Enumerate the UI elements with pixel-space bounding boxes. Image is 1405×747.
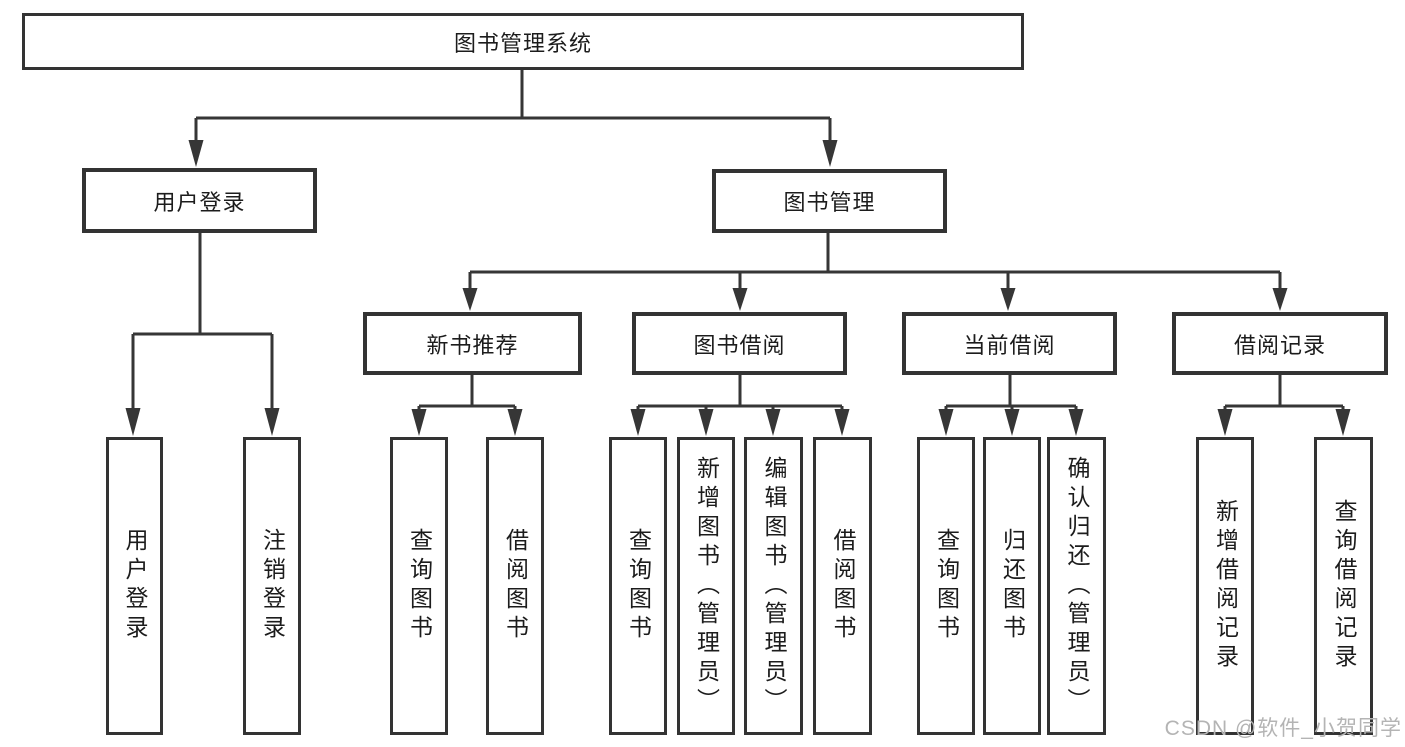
node-leaf-logout: 注销登录 <box>243 437 301 735</box>
arrowhead-icon <box>822 140 838 167</box>
node-leaf-query-borrow-record: 查询借阅记录 <box>1314 437 1373 735</box>
node-leaf-query-books-borrowing: 查询图书 <box>609 437 667 735</box>
arrowhead-icon <box>834 409 850 436</box>
node-leaf-return-books: 归还图书 <box>983 437 1041 735</box>
node-leaf-borrow-books: 借阅图书 <box>813 437 872 735</box>
node-borrowing-records: 借阅记录 <box>1172 312 1388 375</box>
node-leaf-user-login: 用户登录 <box>106 437 163 735</box>
node-leaf-borrow-books-recommend: 借阅图书 <box>486 437 544 735</box>
node-user-login: 用户登录 <box>82 168 317 233</box>
arrowhead-icon <box>1068 409 1084 436</box>
arrowhead-icon <box>1272 288 1288 311</box>
arrowhead-icon <box>507 409 523 436</box>
node-book-management: 图书管理 <box>712 169 947 233</box>
csdn-watermark: CSDN @软件_小贺同学 <box>1164 717 1402 740</box>
arrowhead-icon <box>765 409 781 436</box>
node-library-system: 图书管理系统 <box>22 13 1024 70</box>
arrowhead-icon <box>1000 288 1016 311</box>
node-leaf-confirm-return-admin: 确认归还（管理员） <box>1047 437 1106 735</box>
arrowhead-icon <box>630 409 646 436</box>
node-leaf-add-borrow-record: 新增借阅记录 <box>1196 437 1254 735</box>
arrowhead-icon <box>698 409 714 436</box>
arrowhead-icon <box>1004 409 1020 436</box>
arrowhead-icon <box>462 288 478 311</box>
node-current-borrowing: 当前借阅 <box>902 312 1117 375</box>
arrowhead-icon <box>732 288 748 311</box>
node-leaf-edit-books-admin: 编辑图书（管理员） <box>744 437 803 735</box>
arrowhead-icon <box>411 409 427 436</box>
node-book-borrowing: 图书借阅 <box>632 312 847 375</box>
node-leaf-add-books-admin: 新增图书（管理员） <box>677 437 735 735</box>
node-leaf-query-books-recommend: 查询图书 <box>390 437 448 735</box>
node-leaf-query-books-current: 查询图书 <box>917 437 975 735</box>
arrowhead-icon <box>125 408 141 436</box>
arrowhead-icon <box>1217 409 1233 436</box>
arrowhead-icon <box>188 140 204 167</box>
arrowhead-icon <box>938 409 954 436</box>
arrowhead-icon <box>1335 409 1351 436</box>
node-new-book-recommend: 新书推荐 <box>363 312 582 375</box>
arrowhead-icon <box>264 408 280 436</box>
